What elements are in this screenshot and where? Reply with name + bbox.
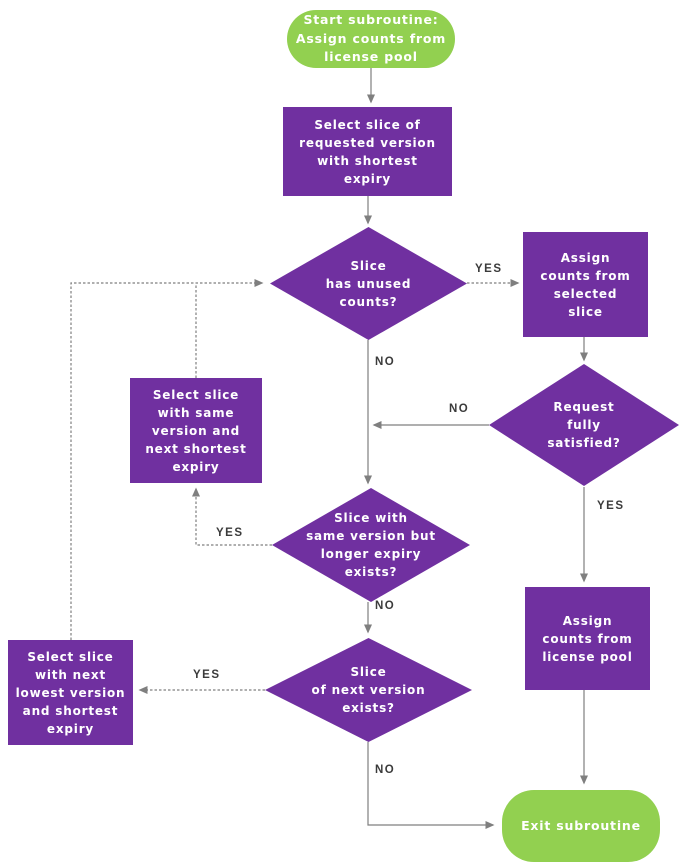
node-select-same-version-next-shortest: Select slice with same version and next … <box>130 378 262 483</box>
edge-label-longer-expiry-yes: YES <box>216 527 244 539</box>
node-exit-subroutine: Exit subroutine <box>502 790 660 862</box>
node-select-requested-version: Select slice of requested version with s… <box>283 107 452 196</box>
node-start-subroutine: Start subroutine: Assign counts from lic… <box>287 10 455 68</box>
edge-label-longer-expiry-no: NO <box>375 600 396 612</box>
edge-label-next-version-yes: YES <box>193 669 221 681</box>
edge-label-fully-satisfied-no: NO <box>449 403 470 415</box>
node-assign-counts-selected-slice: Assign counts from selected slice <box>523 232 648 337</box>
edge-select-next-lowest-loop <box>70 279 264 640</box>
node-select-next-lowest-version: Select slice with next lowest version an… <box>8 640 133 745</box>
edge-label-next-version-no: NO <box>375 764 396 776</box>
edge-label-fully-satisfied-yes: YES <box>597 500 625 512</box>
node-assign-counts-license-pool: Assign counts from license pool <box>525 587 650 690</box>
edge-next-version-no <box>367 742 495 829</box>
edge-longer-expiry-yes <box>192 487 272 546</box>
edge-label-has-unused-no: NO <box>375 356 396 368</box>
edge-label-has-unused-yes: YES <box>475 263 503 275</box>
